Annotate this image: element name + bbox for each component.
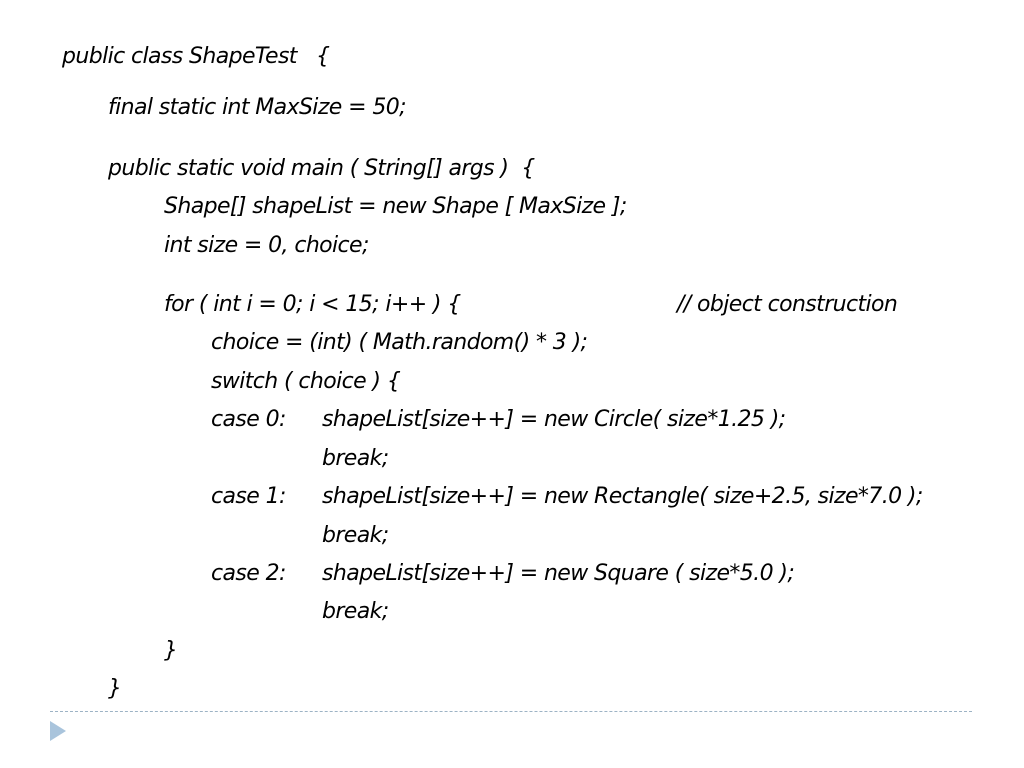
code-case-2-break: break; <box>322 599 389 624</box>
footer-divider <box>50 711 972 712</box>
triangle-right-icon <box>50 721 66 741</box>
code-line-switch: switch ( choice ) { <box>211 369 401 394</box>
code-line-size-choice: int size = 0, choice; <box>164 233 369 258</box>
code-close-main: } <box>108 676 122 701</box>
code-case-1-break: break; <box>322 523 389 548</box>
code-line-shapelist: Shape[] shapeList = new Shape [ MaxSize … <box>164 194 627 219</box>
code-case-2-label: case 2: <box>211 561 286 586</box>
code-case-0-statement: shapeList[size++] = new Circle( size*1.2… <box>322 407 786 432</box>
code-case-0-break: break; <box>322 446 389 471</box>
code-line-main-decl: public static void main ( String[] args … <box>108 156 535 181</box>
code-case-1-statement: shapeList[size++] = new Rectangle( size+… <box>322 484 923 509</box>
code-line-maxsize: final static int MaxSize = 50; <box>108 95 407 120</box>
code-line-class-decl: public class ShapeTest { <box>62 44 330 69</box>
code-line-for-loop: for ( int i = 0; i < 15; i++ ) { <box>164 292 461 317</box>
code-comment-object-construction: // object construction <box>677 292 898 317</box>
code-line-choice-random: choice = (int) ( Math.random() * 3 ); <box>211 330 588 355</box>
code-case-2-statement: shapeList[size++] = new Square ( size*5.… <box>322 561 795 586</box>
code-case-0-label: case 0: <box>211 407 286 432</box>
code-close-switch-for: } <box>164 638 178 663</box>
code-case-1-label: case 1: <box>211 484 286 509</box>
